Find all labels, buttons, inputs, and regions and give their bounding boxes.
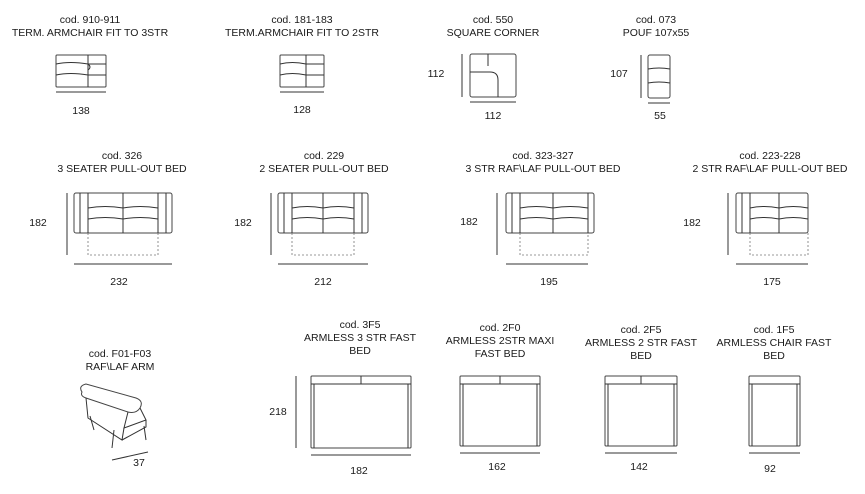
drawing-armchair-fit-2str (280, 55, 324, 92)
depth-dimension: 182 (683, 217, 701, 229)
product-name-line-1: ARMLESS 3 STR FAST (303, 332, 417, 344)
drawing-armless-2str-maxi-fast-bed (460, 376, 540, 453)
drawing-armchair-fit-3str (56, 55, 106, 92)
product-code: cod. 073 (635, 14, 677, 26)
depth-dimension: 182 (460, 216, 478, 228)
depth-dimension: 182 (234, 217, 252, 229)
item-1f5-label: cod. 1F5 ARMLESS CHAIR FAST BED (704, 324, 844, 363)
product-name: POUF 107x55 (622, 27, 690, 39)
item-326-label: cod. 326 3 SEATER PULL-OUT BED (42, 150, 202, 176)
drawing-armless-2-str-fast-bed (605, 376, 677, 453)
product-code: cod. 229 (303, 150, 345, 162)
product-code: cod. 3F5 (339, 319, 381, 331)
item-3f5-label: cod. 3F5 ARMLESS 3 STR FAST BED (290, 319, 430, 358)
item-323-327-label: cod. 323-327 3 STR RAF\LAF PULL-OUT BED (448, 150, 638, 176)
drawing-3-seater-pull-out-bed (67, 193, 172, 264)
depth-dimension: 182 (29, 217, 47, 229)
width-dimension: 128 (293, 104, 311, 116)
product-name-line-1: ARMLESS 2 STR FAST (584, 337, 698, 349)
depth-dimension: 218 (269, 406, 287, 418)
product-name-line-2: FAST BED (474, 348, 526, 360)
item-2f5-label: cod. 2F5 ARMLESS 2 STR FAST BED (571, 324, 711, 363)
drawing-3-str-raf-laf-pull-out-bed (497, 193, 594, 264)
drawing-armless-chair-fast-bed (749, 376, 800, 453)
item-910-911-label: cod. 910-911 TERM. ARMCHAIR FIT TO 3STR (0, 14, 180, 40)
item-f01-f03-label: cod. F01-F03 RAF\LAF ARM (60, 348, 180, 374)
product-code: cod. 2F5 (620, 324, 662, 336)
drawing-raf-laf-arm (81, 384, 148, 460)
product-code: cod. 223-228 (739, 150, 801, 162)
item-229-label: cod. 229 2 SEATER PULL-OUT BED (244, 150, 404, 176)
product-name-line-2: BED (630, 350, 652, 362)
item-2f0-label: cod. 2F0 ARMLESS 2STR MAXI FAST BED (430, 322, 570, 361)
product-name: 2 SEATER PULL-OUT BED (259, 163, 389, 175)
drawing-2-seater-pull-out-bed (271, 193, 368, 264)
product-code: cod. 2F0 (479, 322, 521, 334)
product-name-line-2: BED (349, 345, 371, 357)
width-dimension: 55 (654, 110, 666, 122)
product-code: cod. 326 (101, 150, 143, 162)
width-dimension: 92 (764, 463, 776, 475)
product-name: 3 SEATER PULL-OUT BED (57, 163, 187, 175)
product-name: RAF\LAF ARM (85, 361, 155, 373)
drawing-2-str-raf-laf-pull-out-bed (728, 193, 808, 264)
product-code: cod. 550 (472, 14, 514, 26)
width-dimension: 182 (350, 465, 368, 477)
width-dimension: 112 (484, 110, 502, 122)
product-name: TERM. ARMCHAIR FIT TO 3STR (11, 27, 169, 39)
drawing-square-corner (462, 54, 516, 102)
drawing-pouf (641, 55, 670, 103)
width-dimension: 175 (763, 276, 781, 288)
depth-dimension: 112 (427, 68, 445, 80)
width-dimension: 37 (133, 457, 145, 469)
width-dimension: 212 (314, 276, 332, 288)
width-dimension: 195 (540, 276, 558, 288)
product-code: cod. 323-327 (512, 150, 574, 162)
product-code: cod. 181-183 (271, 14, 333, 26)
product-code: cod. 910-911 (59, 14, 121, 26)
width-dimension: 138 (72, 105, 90, 117)
product-name: TERM.ARMCHAIR FIT TO 2STR (224, 27, 379, 39)
product-code: cod. F01-F03 (88, 348, 152, 360)
product-name-line-1: ARMLESS CHAIR FAST (716, 337, 832, 349)
width-dimension: 232 (110, 276, 128, 288)
item-181-183-label: cod. 181-183 TERM.ARMCHAIR FIT TO 2STR (212, 14, 392, 40)
drawing-armless-3-str-fast-bed (296, 376, 411, 455)
item-073-label: cod. 073 POUF 107x55 (596, 14, 716, 40)
product-name-line-2: BED (763, 350, 785, 362)
product-name: 2 STR RAF\LAF PULL-OUT BED (692, 163, 848, 175)
item-223-228-label: cod. 223-228 2 STR RAF\LAF PULL-OUT BED (690, 150, 850, 176)
product-code: cod. 1F5 (753, 324, 795, 336)
product-name: SQUARE CORNER (446, 27, 540, 39)
depth-dimension: 107 (610, 68, 628, 80)
width-dimension: 142 (630, 461, 648, 473)
width-dimension: 162 (488, 461, 506, 473)
item-550-label: cod. 550 SQUARE CORNER (413, 14, 573, 40)
product-name: 3 STR RAF\LAF PULL-OUT BED (465, 163, 621, 175)
product-name-line-1: ARMLESS 2STR MAXI (445, 335, 555, 347)
